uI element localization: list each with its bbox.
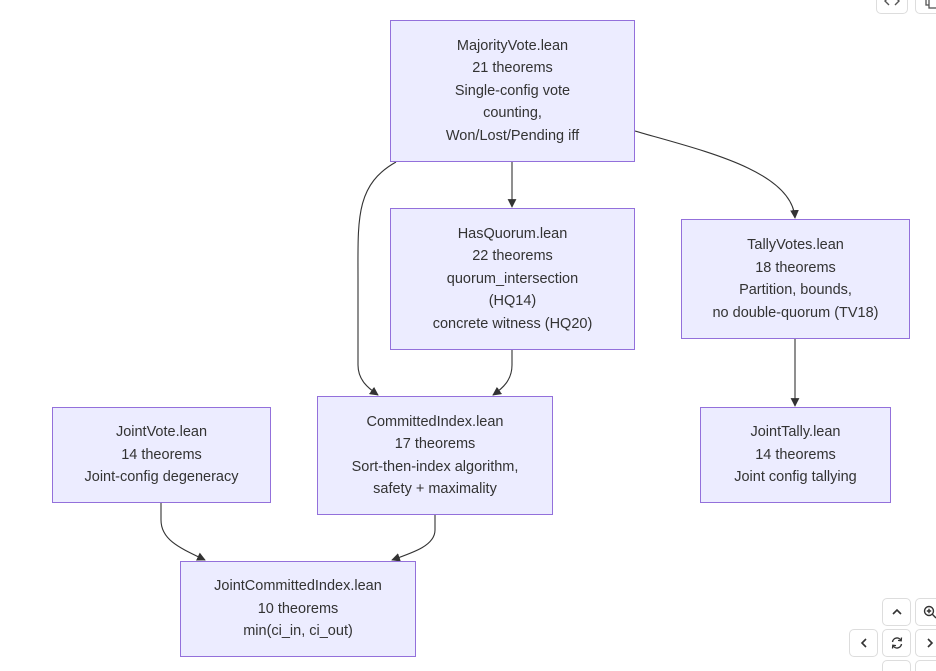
node-file-label: CommittedIndex.lean	[366, 413, 504, 430]
node-description-line: safety + maximality	[373, 481, 497, 497]
code-icon	[884, 0, 900, 6]
edge-hasquorum-committed	[492, 350, 513, 396]
node-description-line: Partition, bounds,	[739, 282, 852, 298]
node-theorem-count: 21 theorems	[472, 60, 553, 77]
chevron-up-icon	[891, 608, 902, 615]
node-description-line: (HQ14)	[488, 293, 537, 310]
edge-majority-tally	[634, 130, 799, 219]
node-description-line: counting,	[483, 105, 542, 122]
pan-down-button[interactable]	[882, 660, 911, 671]
copy-icon	[925, 0, 936, 9]
node-description-line: min(ci_in, ci_out)	[243, 623, 353, 640]
node-description-line: Won/Lost/Pending iff	[445, 127, 580, 144]
node-joint-tally[interactable]: JointTally.lean 14 theorems Joint config…	[700, 407, 891, 503]
node-file-label: JointTally.lean	[750, 424, 841, 441]
zoom-out-button[interactable]	[915, 660, 936, 671]
node-file-label: TallyVotes.lean	[747, 237, 844, 253]
edge-committed-jointcommitted	[391, 515, 436, 562]
node-theorem-count: 22 theorems	[472, 248, 553, 265]
view-code-button[interactable]	[876, 0, 908, 14]
node-has-quorum[interactable]: HasQuorum.lean 22 theorems quorum_inters…	[390, 208, 635, 350]
node-theorem-count: 18 theorems	[755, 259, 836, 276]
chevron-left-icon	[860, 638, 867, 648]
edge-majority-committed	[357, 161, 397, 396]
node-file-label: JointVote.lean	[115, 424, 208, 441]
pan-left-button[interactable]	[849, 629, 878, 657]
node-description-line: Joint-config degeneracy	[84, 469, 239, 486]
node-theorem-count: 10 theorems	[257, 600, 339, 617]
node-file-label: HasQuorum.lean	[457, 225, 568, 242]
node-file-label: MajorityVote.lean	[456, 37, 569, 54]
node-description-line: Sort-then-index algorithm,	[351, 458, 519, 475]
zoom-in-button[interactable]	[915, 598, 936, 626]
pan-up-button[interactable]	[882, 598, 911, 626]
node-description-line: no double-quorum (TV18)	[712, 304, 879, 321]
node-theorem-count: 14 theorems	[121, 446, 202, 463]
chevron-right-icon	[926, 638, 933, 648]
reset-view-button[interactable]	[882, 629, 911, 657]
node-description-line: Joint config tallying	[734, 469, 857, 486]
node-committed-index[interactable]: CommittedIndex.lean 17 theorems Sort-the…	[317, 396, 553, 515]
edge-jointvote-jointcommitted	[160, 503, 206, 561]
pan-right-button[interactable]	[915, 629, 936, 657]
node-description-line: concrete witness (HQ20)	[432, 315, 593, 332]
node-theorem-count: 14 theorems	[755, 446, 836, 463]
copy-button[interactable]	[915, 0, 936, 14]
node-file-label: JointCommittedIndex.lean	[214, 578, 382, 595]
node-description-line: quorum_intersection	[446, 270, 579, 287]
node-joint-vote[interactable]: JointVote.lean 14 theorems Joint-config …	[52, 407, 271, 503]
reset-icon	[891, 637, 902, 649]
node-description-line: Single-config vote	[454, 82, 571, 99]
node-majority-vote[interactable]: MajorityVote.lean 21 theorems Single-con…	[390, 20, 635, 162]
node-tally-votes[interactable]: TallyVotes.lean 18 theorems Partition, b…	[681, 219, 910, 339]
node-joint-committed-index[interactable]: JointCommittedIndex.lean 10 theorems min…	[180, 561, 416, 657]
node-theorem-count: 17 theorems	[394, 436, 476, 452]
zoom-in-icon	[923, 605, 936, 619]
